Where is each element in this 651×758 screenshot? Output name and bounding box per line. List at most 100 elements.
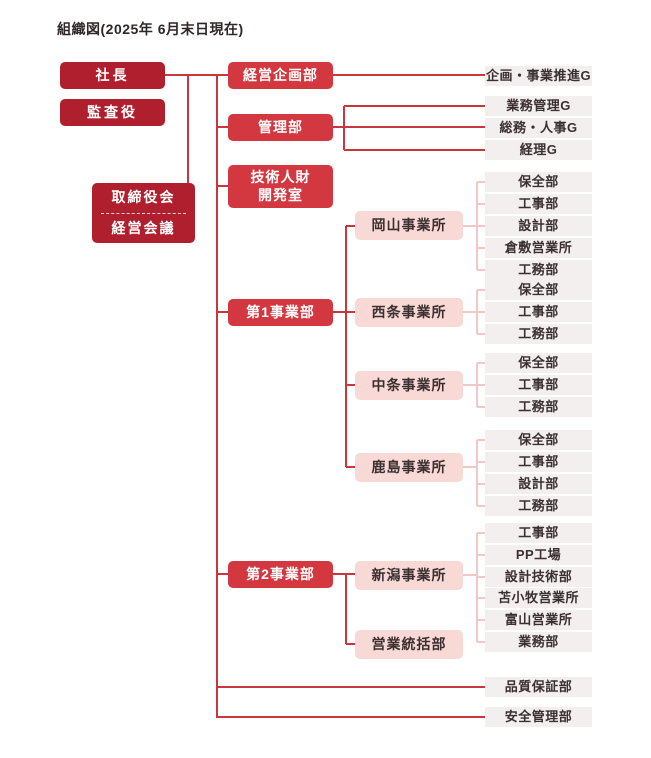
- node-president-label: 社長: [95, 66, 130, 83]
- node-kashima-construction-dept: 工事部: [485, 452, 592, 472]
- connector-line: [217, 126, 228, 128]
- node-nakajo-construction-label: 工事部: [518, 376, 559, 392]
- dashed-divider: [101, 212, 186, 214]
- node-gyomu-kanri-label: 業務管理G: [506, 97, 571, 113]
- connector-line: [477, 247, 485, 249]
- node-sales-supervision-label: 営業統括部: [371, 635, 447, 652]
- node-kashima-office-label: 鹿島事業所: [371, 458, 447, 475]
- node-gyomu-label: 業務部: [518, 633, 559, 649]
- node-saijo-office: 西条事業所: [355, 298, 463, 327]
- connector-line: [346, 384, 355, 386]
- connector-line: [477, 362, 485, 364]
- node-saijo-maintenance-label: 保全部: [518, 281, 559, 297]
- node-design-tech-dept: 設計技術部: [485, 567, 592, 587]
- node-administration-label: 管理部: [258, 118, 303, 135]
- node-kashima-design-dept: 設計部: [485, 474, 592, 494]
- node-saijo-works-label: 工務部: [518, 325, 559, 341]
- connector-line: [217, 716, 485, 718]
- node-board-label: 取締役会: [111, 189, 176, 205]
- node-president: 社長: [60, 62, 165, 89]
- node-tomakomai-sales-office: 苫小牧営業所: [485, 588, 592, 608]
- connector-line: [476, 290, 478, 334]
- node-niigata-construction-label: 工事部: [518, 524, 559, 540]
- connector-line: [477, 619, 485, 621]
- connector-line: [477, 483, 485, 485]
- connector-line: [165, 74, 228, 76]
- node-okayama-design-label: 設計部: [518, 217, 559, 233]
- connector-line: [463, 466, 477, 468]
- connector-line: [477, 181, 485, 183]
- node-okayama-design-dept: 設計部: [485, 216, 592, 236]
- node-niigata-office-label: 新潟事業所: [371, 566, 447, 583]
- node-pp-plant: PP工場: [485, 545, 592, 565]
- node-okayama-office: 岡山事業所: [355, 211, 463, 240]
- node-quality-assurance-label: 品質保証部: [504, 678, 573, 694]
- node-safety-management-label: 安全管理部: [504, 708, 573, 724]
- connector-line: [463, 225, 485, 227]
- connector-line: [217, 185, 228, 187]
- connector-line: [346, 466, 355, 468]
- connector-line: [476, 363, 478, 407]
- node-kashima-design-label: 設計部: [518, 475, 559, 491]
- node-okayama-construction-label: 工事部: [518, 195, 559, 211]
- connector-line: [477, 532, 485, 534]
- node-kashima-works-label: 工務部: [518, 497, 559, 513]
- node-somu-jinji-group: 総務・人事G: [485, 118, 592, 138]
- node-planning-promotion-group: 企画・事業推進G: [485, 66, 592, 86]
- connector-line: [216, 75, 218, 718]
- connector-line: [476, 440, 478, 506]
- node-nakajo-office-label: 中条事業所: [371, 376, 447, 393]
- connector-line: [333, 311, 355, 313]
- node-quality-assurance-dept: 品質保証部: [485, 677, 592, 697]
- node-nakajo-construction-dept: 工事部: [485, 375, 592, 395]
- node-kashima-office: 鹿島事業所: [355, 453, 463, 482]
- node-sales-supervision-dept: 営業統括部: [355, 630, 463, 659]
- node-gyomu-dept: 業務部: [485, 632, 592, 652]
- node-okayama-office-label: 岡山事業所: [371, 216, 447, 233]
- node-toyama-sales-label: 富山営業所: [504, 611, 573, 627]
- node-planning-promotion-label: 企画・事業推進G: [485, 67, 592, 83]
- chart-title: 組織図(2025年 6月末日現在): [57, 21, 244, 37]
- connector-line: [333, 126, 485, 128]
- connector-line: [463, 574, 477, 576]
- connector-line: [217, 311, 228, 313]
- node-toyama-sales-office: 富山営業所: [485, 610, 592, 630]
- connector-line: [333, 573, 355, 575]
- connector-line: [477, 505, 485, 507]
- node-tech-hr-label-1: 技術人財: [250, 169, 311, 185]
- connector-line: [477, 333, 485, 335]
- connector-line: [344, 105, 485, 107]
- connector-line: [346, 225, 355, 227]
- node-somu-jinji-label: 総務・人事G: [499, 119, 578, 135]
- connector-line: [345, 226, 347, 467]
- node-kashima-works-dept: 工務部: [485, 496, 592, 516]
- node-corporate-planning-label: 経営企画部: [243, 66, 318, 83]
- node-okayama-maintenance-dept: 保全部: [485, 172, 592, 192]
- node-nakajo-office: 中条事業所: [355, 371, 463, 400]
- connector-line: [477, 203, 485, 205]
- connector-line: [217, 686, 485, 688]
- node-niigata-office: 新潟事業所: [355, 561, 463, 590]
- node-saijo-office-label: 西条事業所: [371, 303, 447, 320]
- node-saijo-maintenance-dept: 保全部: [485, 280, 592, 300]
- node-kurashiki-sales-label: 倉敷営業所: [504, 239, 573, 255]
- connector-line: [333, 74, 485, 76]
- connector-line: [477, 554, 485, 556]
- node-niigata-construction-dept: 工事部: [485, 523, 592, 543]
- connector-line: [477, 461, 485, 463]
- node-nakajo-maintenance-label: 保全部: [518, 354, 559, 370]
- node-keiri-label: 経理G: [519, 141, 558, 157]
- node-administration-dept: 管理部: [228, 114, 333, 141]
- node-nakajo-works-label: 工務部: [518, 398, 559, 414]
- node-kashima-maintenance-dept: 保全部: [485, 430, 592, 450]
- node-saijo-works-dept: 工務部: [485, 324, 592, 344]
- connector-line: [187, 75, 189, 183]
- node-board-meeting: 取締役会 経営会議: [92, 183, 195, 243]
- connector-line: [477, 406, 485, 408]
- connector-line: [476, 533, 478, 642]
- connector-line: [477, 439, 485, 441]
- connector-line: [477, 597, 485, 599]
- node-division-2: 第2事業部: [228, 561, 333, 588]
- node-safety-management-dept: 安全管理部: [485, 707, 592, 727]
